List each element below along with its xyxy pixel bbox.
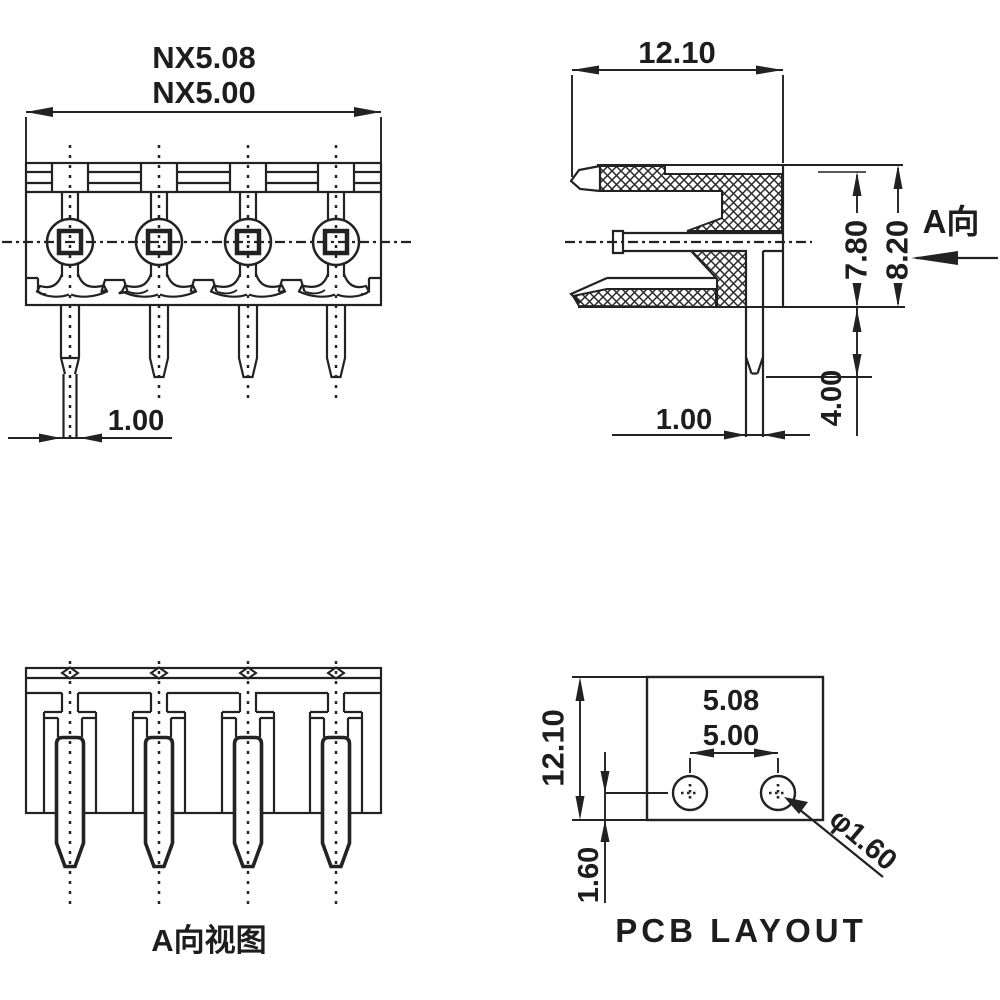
leader-arrowhead xyxy=(784,797,808,814)
arrowhead-left xyxy=(39,433,61,443)
front-pitch-lower-label: NX5.00 xyxy=(152,75,255,110)
latch-diamonds xyxy=(60,666,346,680)
arrowhead-down xyxy=(600,771,610,793)
side-body-height-dimension: 7.80 xyxy=(839,172,874,307)
front-view: NX5.08 NX5.00 xyxy=(2,40,414,444)
rear-view-caption: A向视图 xyxy=(151,923,266,958)
arrowhead-down xyxy=(893,283,903,307)
direction-arrowhead xyxy=(911,251,958,265)
hole-pitch-upper-label: 5.08 xyxy=(703,685,759,717)
bent-pin xyxy=(744,251,765,437)
rear-view: A向视图 xyxy=(24,661,383,958)
dimension-line xyxy=(604,752,668,903)
side-total-height-dimension: 8.20 xyxy=(880,165,915,307)
side-view: 12.10 7.80 xyxy=(565,35,998,440)
t-slot-cavities xyxy=(42,693,364,813)
mating-pin xyxy=(611,229,783,255)
arrowhead-down xyxy=(575,796,585,820)
arrowhead-up xyxy=(600,820,610,842)
arrowhead-right xyxy=(724,430,746,440)
tab-arcs xyxy=(101,289,326,295)
front-pin-width-dimension: 1.00 xyxy=(8,405,172,443)
lower-beak xyxy=(569,276,717,304)
terminal-necks xyxy=(60,192,346,277)
pcb-outline xyxy=(645,675,825,822)
top-rail xyxy=(26,163,381,194)
dimension-line xyxy=(572,676,647,821)
leader-line xyxy=(788,800,884,878)
crosshatch-bottom-band xyxy=(571,288,717,309)
hole-diameter-label: φ1.60 xyxy=(823,803,903,877)
arrowhead-right xyxy=(80,433,102,443)
arrowhead-left xyxy=(572,65,599,75)
side-pin-protrusion-label: 4.00 xyxy=(816,370,848,426)
dimension-line xyxy=(571,69,784,177)
view-direction-marker: A向 xyxy=(911,203,998,265)
top-band xyxy=(26,676,381,695)
pcb-height-label: 12.10 xyxy=(536,709,571,787)
hole-cross-marks xyxy=(681,784,787,802)
arrowhead-up xyxy=(852,172,862,196)
hole-offset-label: 1.60 xyxy=(573,847,605,903)
hole-right xyxy=(759,774,797,812)
front-pitch-upper-label: NX5.08 xyxy=(152,40,255,75)
arrowhead-left xyxy=(690,748,714,758)
cavity-tabs xyxy=(26,276,381,296)
hole-pitch-lower-label: 5.00 xyxy=(703,720,759,752)
side-housing xyxy=(565,164,905,437)
pcb-height-dimension: 12.10 xyxy=(536,676,647,821)
side-pin-width-dimension: 1.00 xyxy=(612,404,810,440)
arrowhead-up xyxy=(852,309,862,332)
front-body xyxy=(24,161,383,307)
rear-pins xyxy=(54,735,352,869)
view-direction-label: A向 xyxy=(923,203,980,240)
body-outline xyxy=(24,666,383,815)
pcb-layout-view: 5.08 5.00 12.10 1.60 φ1.60 PCB LAYOUT xyxy=(536,675,903,949)
body-outline xyxy=(24,161,383,307)
side-pin-width-label: 1.00 xyxy=(656,404,712,436)
arrowhead-right xyxy=(354,107,381,117)
side-depth-label: 12.10 xyxy=(638,35,716,70)
arrowhead-right xyxy=(756,65,783,75)
front-pin-width-label: 1.00 xyxy=(108,405,164,437)
front-pins xyxy=(59,305,347,437)
dimension-line xyxy=(689,752,779,773)
arrowhead-down xyxy=(852,283,862,307)
arrowhead-up xyxy=(893,165,903,189)
dimension-line xyxy=(25,111,382,163)
side-pin-protrusion-dimension: 4.00 xyxy=(766,308,872,436)
arrowhead-down xyxy=(852,354,862,377)
side-total-height-label: 8.20 xyxy=(880,220,915,280)
pcb-holes xyxy=(671,774,797,812)
hole-left xyxy=(671,774,709,812)
arrowhead-right xyxy=(754,748,778,758)
arrowhead-up xyxy=(575,677,585,701)
arrowhead-left xyxy=(763,430,785,440)
front-pitch-dimension: NX5.08 NX5.00 xyxy=(25,40,382,163)
hole-offset-dimension: 1.60 xyxy=(573,752,668,903)
arrowhead-left xyxy=(26,107,53,117)
rear-centerlines xyxy=(68,661,338,906)
hole-diameter-callout: φ1.60 xyxy=(784,797,903,878)
side-depth-dimension: 12.10 xyxy=(571,35,784,177)
side-body-height-label: 7.80 xyxy=(839,220,874,280)
pcb-layout-caption: PCB LAYOUT xyxy=(615,912,866,949)
front-centerlines xyxy=(2,145,414,444)
hole-pitch-dimension: 5.08 5.00 xyxy=(689,685,779,773)
crosshatch-upper xyxy=(599,165,783,232)
upper-beak xyxy=(569,164,602,193)
